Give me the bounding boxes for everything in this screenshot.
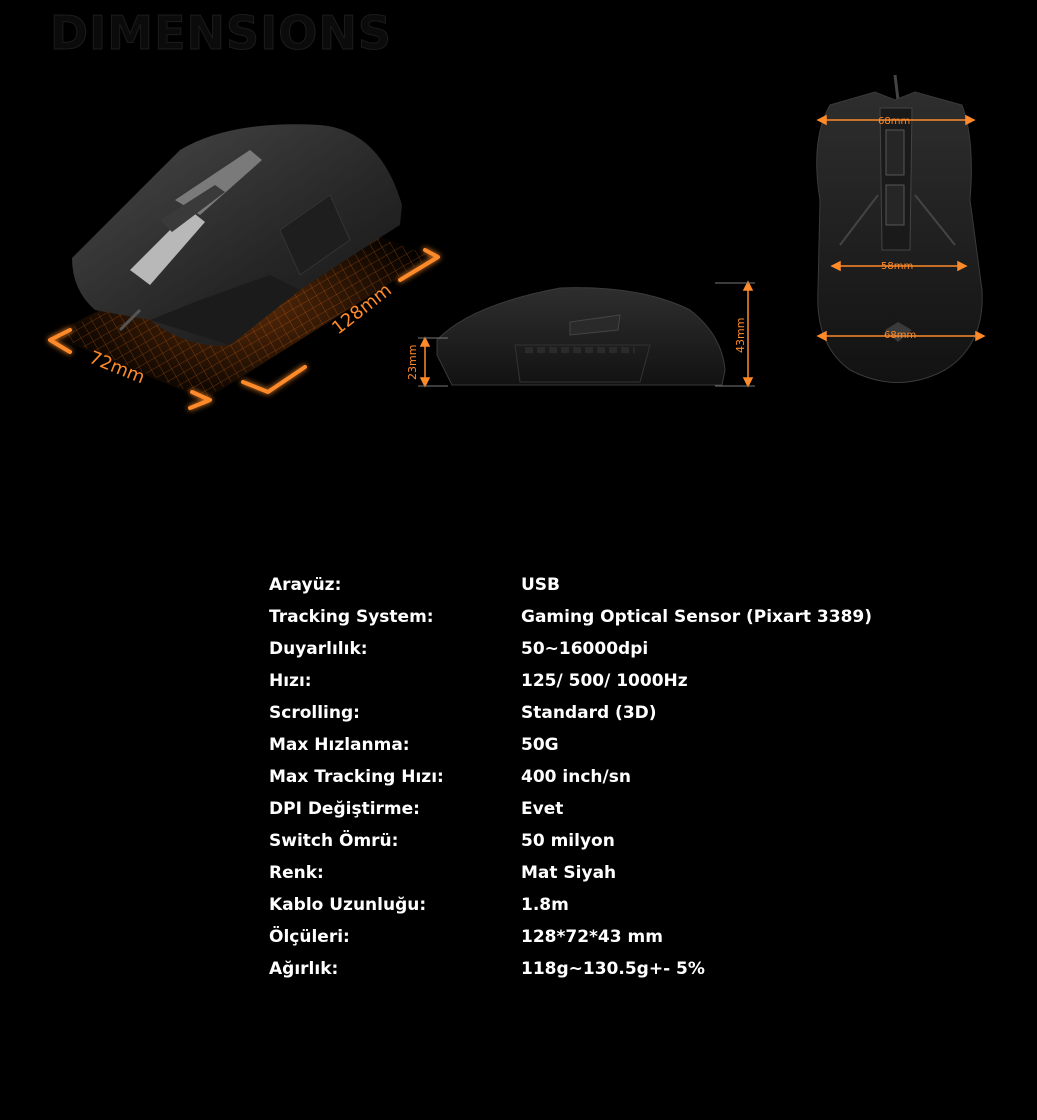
section-heading: DIMENSIONS xyxy=(50,6,392,61)
spec-value: 50 milyon xyxy=(521,831,615,851)
spec-label: Ağırlık: xyxy=(269,959,339,979)
spec-label: Kablo Uzunluğu: xyxy=(269,895,427,915)
spec-value: 1.8m xyxy=(521,895,569,915)
spec-value: USB xyxy=(521,575,561,595)
spec-table: Arayüz: USB Tracking System: Gaming Optica… xyxy=(269,569,909,985)
spec-value: 50~16000dpi xyxy=(521,639,649,659)
spec-label: Tracking System: xyxy=(269,607,434,627)
spec-row: Renk: Mat Siyah xyxy=(269,857,909,889)
spec-row: Switch Ömrü: 50 milyon xyxy=(269,825,909,857)
spec-row: Tracking System: Gaming Optical Sensor (P… xyxy=(269,601,909,633)
spec-value: Evet xyxy=(521,799,564,819)
spec-label: Scrolling: xyxy=(269,703,360,723)
top-view: 68mm 58mm 68mm xyxy=(816,74,986,383)
top-width-mid-label: 58mm xyxy=(881,261,913,272)
side-height-label: 43mm xyxy=(734,318,747,353)
spec-value: 128*72*43 mm xyxy=(521,927,663,947)
spec-row: Duyarlılık: 50~16000dpi xyxy=(269,633,909,665)
spec-label: Arayüz: xyxy=(269,575,342,595)
spec-value: Mat Siyah xyxy=(521,863,617,883)
spec-value: 118g~130.5g+- 5% xyxy=(521,959,705,979)
spec-value: Gaming Optical Sensor (Pixart 3389) xyxy=(521,607,873,627)
spec-value: 400 inch/sn xyxy=(521,767,631,787)
spec-label: Ölçüleri: xyxy=(269,927,350,947)
spec-label: Renk: xyxy=(269,863,324,883)
spec-row: Max Tracking Hızı: 400 inch/sn xyxy=(269,761,909,793)
spec-label: Duyarlılık: xyxy=(269,639,368,659)
spec-row: Kablo Uzunluğu: 1.8m xyxy=(269,889,909,921)
spec-label: Hızı: xyxy=(269,671,312,691)
side-low-height-label: 23mm xyxy=(406,345,419,380)
spec-row: DPI Değiştirme: Evet xyxy=(269,793,909,825)
spec-label: Switch Ömrü: xyxy=(269,831,399,851)
spec-value: 50G xyxy=(521,735,559,755)
spec-label: Max Hızlanma: xyxy=(269,735,410,755)
dimensions-hero: DIMENSIONS xyxy=(0,0,1037,470)
spec-value: 125/ 500/ 1000Hz xyxy=(521,671,688,691)
spec-row: Arayüz: USB xyxy=(269,569,909,601)
isometric-view: 72mm 128mm xyxy=(48,124,440,410)
spec-label: Max Tracking Hızı: xyxy=(269,767,444,787)
spec-row: Max Hızlanma: 50G xyxy=(269,729,909,761)
spec-row: Scrolling: Standard (3D) xyxy=(269,697,909,729)
spec-row: Ölçüleri: 128*72*43 mm xyxy=(269,921,909,953)
top-width-back-label: 68mm xyxy=(884,330,916,341)
spec-label: DPI Değiştirme: xyxy=(269,799,420,819)
top-width-front-label: 68mm xyxy=(878,116,910,127)
spec-row: Hızı: 125/ 500/ 1000Hz xyxy=(269,665,909,697)
spec-row: Ağırlık: 118g~130.5g+- 5% xyxy=(269,953,909,985)
spec-value: Standard (3D) xyxy=(521,703,657,723)
side-view: 23mm 43mm xyxy=(406,280,755,388)
mouse-dimension-illustration: 72mm 128mm 23mm 43mm xyxy=(48,74,986,410)
